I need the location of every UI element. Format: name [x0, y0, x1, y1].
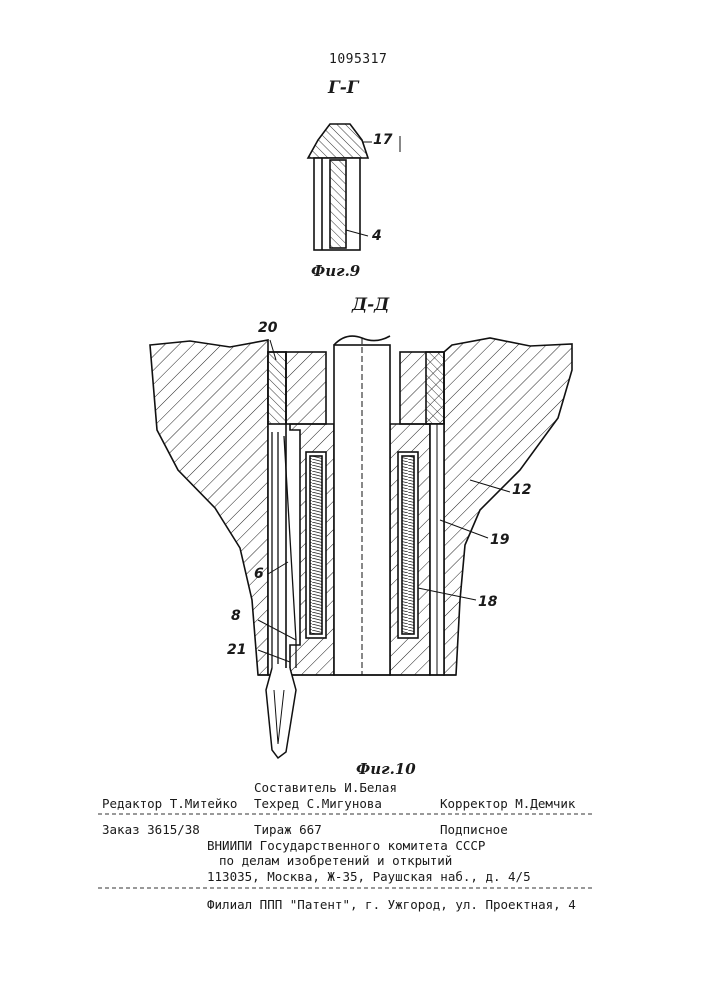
- fig9-section-title: Г-Г: [328, 78, 359, 98]
- footer-org-line2: по делам изобретений и открытий: [219, 853, 452, 868]
- fig10-label-6: 6: [254, 566, 264, 582]
- footer-branch: Филиал ППП "Патент", г. Ужгород, ул. Про…: [207, 897, 576, 912]
- fig10-label-12: 12: [512, 482, 531, 498]
- footer-org-line1: ВНИИПИ Государственного комитета СССР: [207, 838, 485, 853]
- patent-number: 1095317: [329, 52, 387, 67]
- footer-techred: Техред С.Мигунова: [254, 796, 382, 811]
- fig10-label-21: 21: [227, 642, 246, 658]
- footer-compiler: Составитель И.Белая: [254, 780, 397, 795]
- footer-subscription: Подписное: [440, 822, 508, 837]
- footer-order: Заказ 3615/38: [102, 822, 200, 837]
- fig9-caption: Фиг.9: [311, 262, 360, 280]
- fig10-label-18: 18: [478, 594, 497, 610]
- fig10-label-20: 20: [258, 320, 277, 336]
- footer-circulation: Тираж 667: [254, 822, 322, 837]
- fig10-label-19: 19: [490, 532, 509, 548]
- fig10-section-title: Д-Д: [352, 295, 389, 315]
- footer-org-line3: 113035, Москва, Ж-35, Раушская наб., д. …: [207, 869, 531, 884]
- fig9-label-4: 4: [372, 228, 382, 244]
- fig10-label-8: 8: [231, 608, 241, 624]
- fig9-label-17: 17: [373, 132, 392, 148]
- footer-corrector: Корректор М.Демчик: [440, 796, 575, 811]
- footer-editor: Редактор Т.Митейко: [102, 796, 237, 811]
- fig10-caption: Фиг.10: [356, 760, 416, 778]
